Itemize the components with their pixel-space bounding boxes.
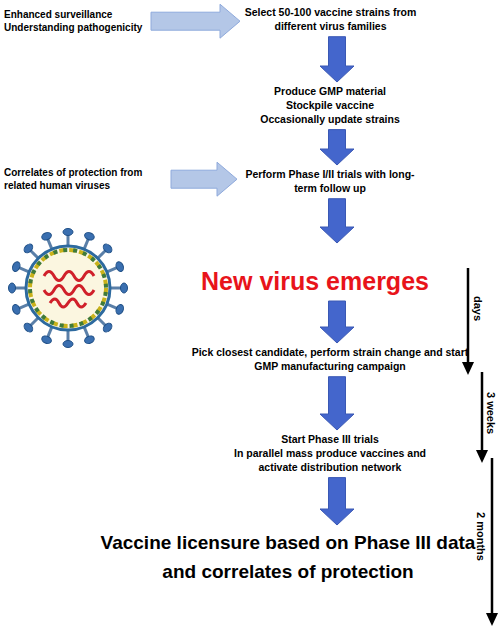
node-text: Perform Phase I/II trials with long-term… xyxy=(240,168,420,196)
event-heading: New virus emerges xyxy=(165,246,465,298)
process-step: Perform Phase I/II trials with long-term… xyxy=(240,168,420,196)
input-note: Enhanced surveillanceUnderstanding patho… xyxy=(4,8,149,34)
timeline-label: 3 weeks xyxy=(485,392,497,434)
virus-membrane xyxy=(30,250,106,326)
flow-arrow xyxy=(320,199,354,243)
timeline-arrow xyxy=(462,268,474,375)
timeline-arrow xyxy=(486,458,498,626)
timeline-head xyxy=(462,362,474,375)
node-text: Select 50-100 vaccine strains from diffe… xyxy=(243,6,418,34)
virus-envelope xyxy=(26,246,110,330)
timeline-label: 2 months xyxy=(475,512,487,561)
virus-spike xyxy=(63,229,73,248)
node-text: Enhanced surveillance xyxy=(4,8,112,21)
flow-arrow xyxy=(320,130,354,165)
node-text: Understanding pathogenicity xyxy=(4,21,142,34)
timeline-label: days xyxy=(472,296,484,321)
virus-rna xyxy=(44,286,94,295)
node-text: Correlates of protection from related hu… xyxy=(4,166,169,192)
outcome-heading: Vaccine licensure based on Phase III dat… xyxy=(88,528,488,587)
process-step: Produce GMP materialStockpile vaccineOcc… xyxy=(230,85,430,127)
virus-rna xyxy=(44,272,94,281)
node-text: Produce GMP material xyxy=(274,85,386,99)
node-text: Pick closest candidate, perform strain c… xyxy=(190,346,470,374)
input-arrow xyxy=(151,4,240,38)
virus-illustration xyxy=(9,229,128,348)
virus-rna xyxy=(50,299,86,307)
timeline-line xyxy=(491,458,494,615)
process-step: Start Phase III trialsIn parallel mass p… xyxy=(215,433,445,475)
flow-arrow xyxy=(320,37,354,82)
flow-arrow xyxy=(320,478,354,525)
process-step: Pick closest candidate, perform strain c… xyxy=(190,346,470,374)
virus-spike xyxy=(9,283,28,293)
timeline-line xyxy=(481,372,484,452)
flow-arrow xyxy=(320,377,354,430)
virus-membrane xyxy=(30,250,106,326)
timeline-head xyxy=(476,450,488,463)
node-text: Vaccine licensure based on Phase III dat… xyxy=(88,528,488,587)
timeline-head xyxy=(486,613,498,626)
flow-arrow xyxy=(320,301,354,343)
node-text: Start Phase III trials xyxy=(281,433,378,447)
node-text: Occasionally update strains xyxy=(260,113,399,127)
input-arrow xyxy=(171,162,237,196)
input-note: Correlates of protection from related hu… xyxy=(4,166,169,192)
virus-spike xyxy=(109,283,128,293)
process-step: Select 50-100 vaccine strains from diffe… xyxy=(243,6,418,34)
virus-spike xyxy=(63,329,73,348)
node-text: In parallel mass produce vaccines and ac… xyxy=(215,447,445,475)
node-text: Stockpile vaccine xyxy=(286,99,374,113)
node-text: New virus emerges xyxy=(201,265,429,298)
